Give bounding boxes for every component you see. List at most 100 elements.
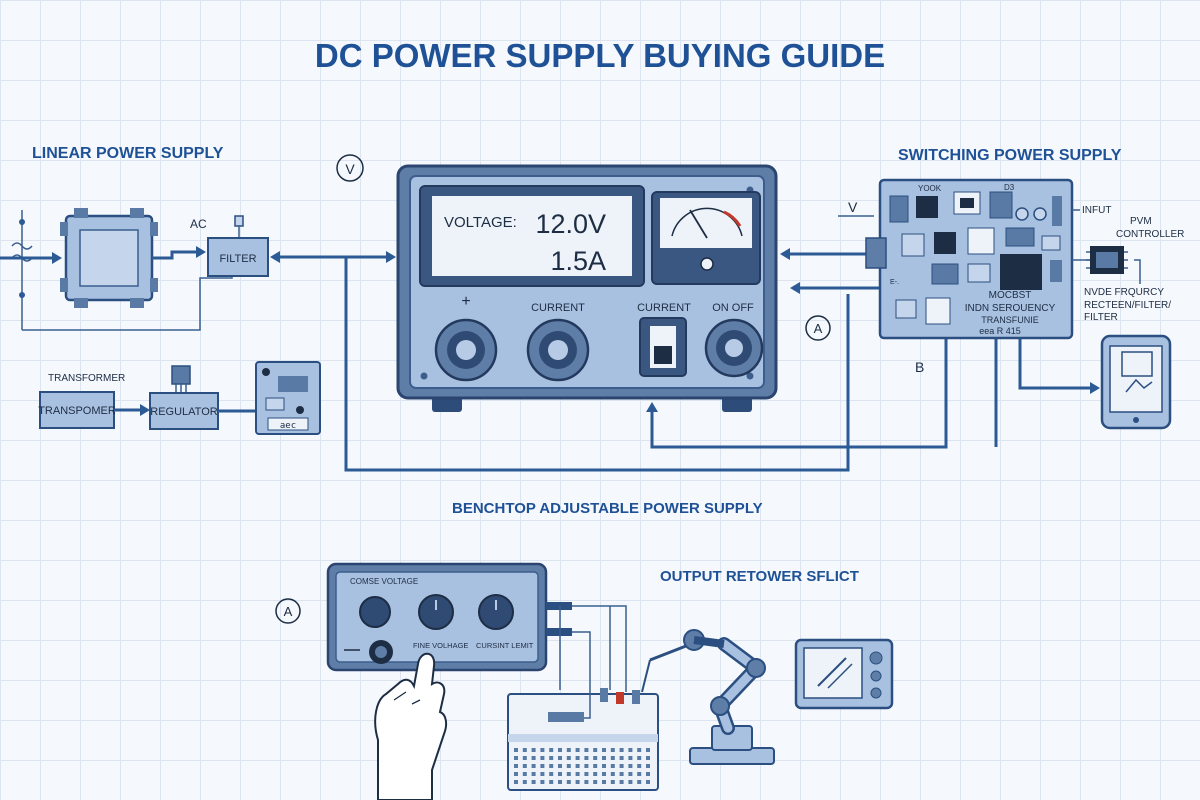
breadboard-hole — [514, 748, 518, 752]
v-marker-label: V — [345, 161, 355, 177]
breadboard-hole — [646, 748, 650, 752]
regulator-chip-icon — [171, 365, 191, 394]
breadboard-hole — [637, 780, 642, 784]
breadboard-hole — [593, 748, 598, 752]
main-power-supply-unit: VOLTAGE: 12.0V 1.5A + CURRENT CURRENT ON… — [396, 164, 778, 412]
board-left-tag: E-. — [890, 279, 899, 286]
breadboard-hole — [558, 756, 562, 760]
coarse-voltage-knob[interactable] — [359, 596, 391, 628]
page-title: DC POWER SUPPLY BUYING GUIDE — [315, 37, 885, 74]
breadboard-hole — [540, 764, 545, 768]
breadboard-hole — [610, 748, 615, 752]
input-label: INFUT — [1082, 205, 1111, 216]
breadboard-hole — [549, 748, 554, 752]
breadboard-hole — [602, 748, 606, 752]
breadboard-hole — [619, 748, 624, 752]
board-tag: aec — [280, 421, 296, 431]
breadboard-hole — [646, 756, 650, 760]
breadboard-hole — [540, 748, 545, 752]
power-button[interactable] — [369, 640, 393, 664]
breadboard-hole — [540, 756, 545, 760]
current-knob-label: CURRENT — [531, 302, 585, 314]
output-switch[interactable] — [639, 317, 687, 377]
breadboard-hole — [602, 772, 606, 776]
breadboard-hole — [522, 780, 527, 784]
breadboard-hole — [637, 748, 642, 752]
mosfet-label: MOCBST — [989, 290, 1032, 301]
current-limit-knob[interactable] — [478, 594, 514, 630]
b-marker-label: B — [915, 359, 924, 375]
breadboard-hole — [593, 780, 598, 784]
breadboard-hole — [610, 756, 615, 760]
power-knob[interactable] — [704, 318, 764, 378]
benchtop-wires — [559, 605, 627, 719]
voltage-readout: 12.0V — [535, 209, 606, 239]
frequency-label: INDN SEROUENCY — [965, 303, 1056, 314]
breadboard-hole — [531, 780, 536, 784]
ac-label: AC — [190, 217, 207, 231]
breadboard-hole — [566, 756, 571, 760]
breadboard-hole — [575, 756, 580, 760]
tablet-device-icon — [1100, 334, 1172, 430]
current-readout: 1.5A — [550, 246, 606, 276]
current-knob[interactable] — [526, 318, 590, 382]
breadboard-hole — [628, 748, 633, 752]
a-marker-circle-right — [805, 315, 831, 341]
linear-power-supply: AC FILTER TRANSFORMER TRANSPOMER REGULAT… — [0, 208, 396, 435]
breadboard-hole — [619, 780, 624, 784]
rectifier-label: RECTEEN/FILTER/ — [1084, 300, 1171, 311]
switching-section-title: SWITCHING POWER SUPPLY — [898, 147, 1122, 164]
breadboard-hole — [610, 772, 615, 776]
breadboard-hole — [514, 764, 518, 768]
breadboard-hole — [610, 764, 615, 768]
a-marker-right-label: A — [814, 321, 823, 336]
breadboard-hole — [619, 756, 624, 760]
breadboard-hole — [610, 780, 615, 784]
controller-label: CONTROLLER — [1116, 229, 1184, 240]
breadboard-hole — [575, 780, 580, 784]
output-section-title: OUTPUT RETOWER SFLICT — [660, 568, 859, 585]
filter-side-label: FILTER — [1084, 312, 1118, 323]
breadboard-hole — [531, 772, 536, 776]
board-top-text: YOOK — [918, 184, 942, 193]
voltage-label: VOLTAGE: — [444, 214, 517, 231]
breadboard-hole — [531, 764, 536, 768]
fine-voltage-knob[interactable] — [418, 594, 454, 630]
breadboard-hole — [575, 748, 580, 752]
linear-section-title: LINEAR POWER SUPPLY — [32, 145, 224, 162]
robot-arm-icon — [641, 629, 775, 765]
breadboard-hole — [549, 780, 554, 784]
transformer-board-label: TRANSFUNIE — [981, 315, 1039, 325]
linear-circuit-board — [255, 361, 321, 435]
v-marker-circle — [336, 154, 364, 182]
regulator-label: REGULATOR — [150, 406, 217, 418]
breadboard-hole — [549, 756, 554, 760]
pwm-chip-icon — [1086, 246, 1128, 274]
breadboard-hole — [593, 764, 598, 768]
breadboard-hole — [646, 764, 650, 768]
transformer-block — [60, 208, 158, 308]
current-limit-label: CURSINT LEMIT — [476, 641, 534, 650]
breadboard-hole — [514, 772, 518, 776]
fine-voltage-label: FINE VOLHAGE — [413, 641, 468, 650]
breadboard-hole — [531, 748, 536, 752]
transformer-box — [39, 391, 115, 429]
breadboard-hole — [628, 780, 633, 784]
breadboard-hole — [549, 772, 554, 776]
breadboard-hole — [566, 748, 571, 752]
voltage-knob[interactable] — [434, 318, 498, 382]
breadboard-hole — [637, 772, 642, 776]
breadboard-hole — [540, 772, 545, 776]
pwm-label: PVM — [1130, 216, 1152, 227]
benchtop-adjustable-unit: COMSE VOLTAGE FINE VOLHAGE CURSINT LEMIT — [326, 562, 572, 672]
breadboard-hole — [566, 772, 571, 776]
breadboard-hole — [522, 772, 527, 776]
board-bottom-text: eea R 415 — [979, 326, 1021, 336]
a-marker-bottom-label: A — [284, 604, 293, 619]
breadboard-hole — [602, 780, 606, 784]
breadboard-hole — [575, 772, 580, 776]
breadboard-hole — [531, 756, 536, 760]
breadboard-hole — [628, 764, 633, 768]
